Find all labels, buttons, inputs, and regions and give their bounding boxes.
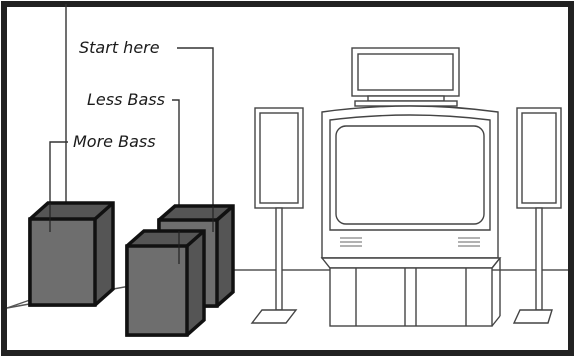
label-more-bass: More Bass: [73, 133, 156, 151]
label-less-bass: Less Bass: [87, 91, 165, 109]
television: [322, 106, 498, 258]
right-floor-speaker: [514, 108, 561, 323]
subwoofer-more-bass: [30, 203, 113, 305]
center-speaker: [352, 48, 459, 106]
left-floor-speaker: [252, 108, 303, 323]
tv-stand: [322, 258, 500, 326]
subwoofer-less-bass: [127, 231, 204, 335]
label-start-here: Start here: [79, 39, 160, 57]
